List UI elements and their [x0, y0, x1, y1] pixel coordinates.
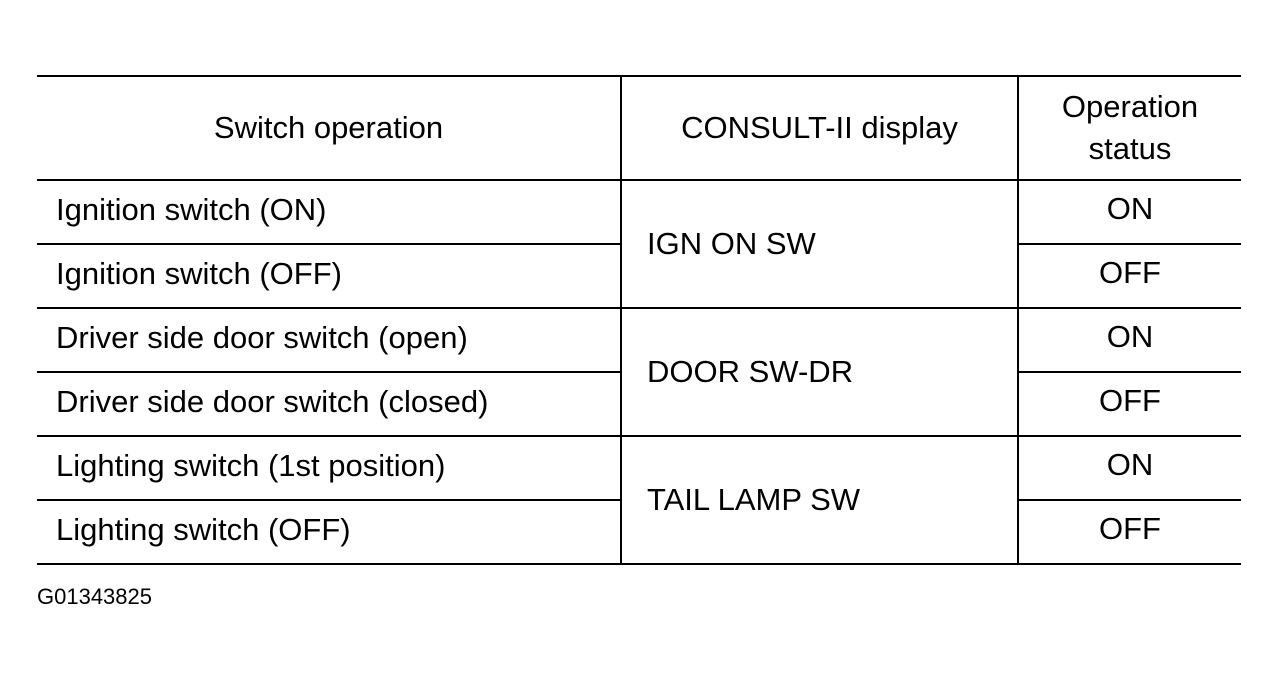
table-row: Ignition switch (ON) IGN ON SW ON — [37, 180, 1241, 309]
table-row: Ignition switch (OFF) OFF — [37, 244, 1241, 309]
status-cell: OFF — [1018, 500, 1241, 565]
header-operation-status-line1: Operation — [1061, 89, 1199, 124]
status-cell: ON — [1018, 180, 1241, 245]
switch-cell: Driver side door switch (closed) — [37, 372, 621, 437]
status-cell: ON — [1018, 308, 1241, 373]
table-row: Lighting switch (OFF) OFF — [37, 500, 1241, 565]
status-cell: OFF — [1018, 244, 1241, 309]
consult-display-cell: IGN ON SW — [620, 180, 1019, 309]
table-row: Lighting switch (1st position) TAIL LAMP… — [37, 436, 1241, 565]
consult-display-cell: TAIL LAMP SW — [620, 436, 1019, 565]
switch-operation-table: Switch operation CONSULT-II display Oper… — [37, 75, 1241, 565]
header-operation-status-line2: status — [1088, 131, 1172, 166]
switch-cell: Ignition switch (ON) — [37, 180, 621, 245]
switch-cell: Lighting switch (1st position) — [37, 436, 621, 501]
table-row: Driver side door switch (open) DOOR SW-D… — [37, 308, 1241, 437]
header-switch-operation: Switch operation — [37, 75, 621, 181]
switch-cell: Driver side door switch (open) — [37, 308, 621, 373]
header-consult-display: CONSULT-II display — [620, 75, 1019, 181]
header-operation-status: Operation status — [1018, 75, 1241, 181]
switch-cell: Lighting switch (OFF) — [37, 500, 621, 565]
status-cell: ON — [1018, 436, 1241, 501]
table-row: Driver side door switch (closed) OFF — [37, 372, 1241, 437]
consult-display-cell: DOOR SW-DR — [620, 308, 1019, 437]
figure-code: G01343825 — [37, 584, 152, 609]
switch-cell: Ignition switch (OFF) — [37, 244, 621, 309]
table-header-row: Switch operation CONSULT-II display Oper… — [37, 75, 1241, 181]
status-cell: OFF — [1018, 372, 1241, 437]
